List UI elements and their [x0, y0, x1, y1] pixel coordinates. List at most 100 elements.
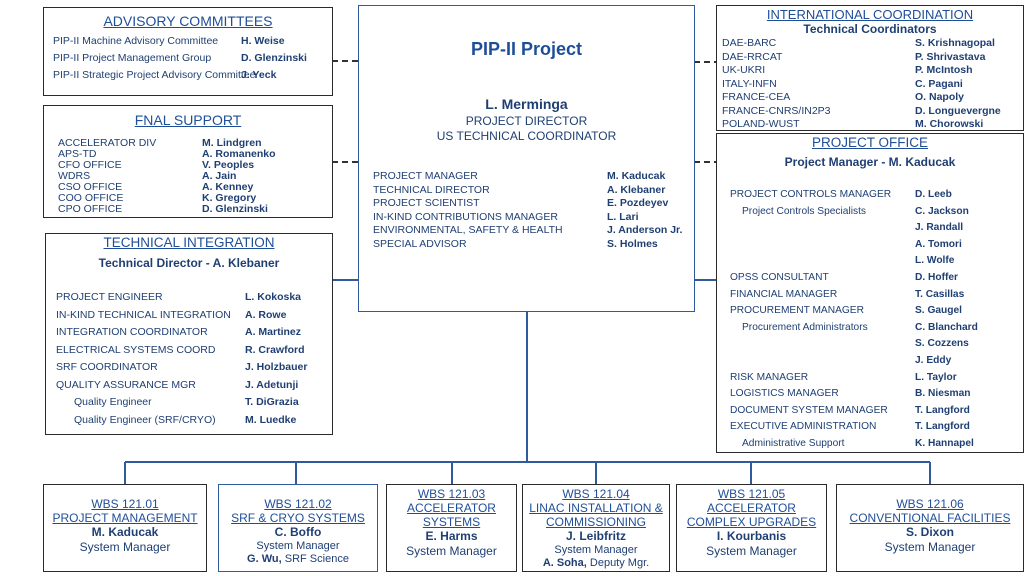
row-role: FRANCE-CEA [722, 91, 791, 103]
row-role: CFO OFFICE [58, 159, 122, 171]
row-role: Quality Engineer (SRF/CRYO) [74, 413, 216, 426]
row-role: Procurement Administrators [742, 321, 868, 333]
row-name: A. Rowe [245, 308, 287, 321]
wbs-title-line1: LINAC INSTALLATION & [529, 501, 663, 515]
row-role: TECHNICAL DIRECTOR [373, 183, 490, 196]
row-role: CSO OFFICE [58, 181, 123, 193]
row-name: J. Randall [915, 222, 964, 234]
wbs-extra: G. Wu, SRF Science [219, 553, 377, 565]
wbs-code: WBS 121.02 [264, 497, 332, 511]
row-name: P. Shrivastava [915, 50, 986, 63]
row-name: L. Wolfe [915, 255, 955, 267]
wbs-manager-name: J. Leibfritz [565, 529, 626, 543]
row-role: CPO OFFICE [58, 203, 123, 215]
row-role: PROJECT CONTROLS MANAGER [730, 189, 892, 200]
row-name: M. Kaducak [607, 170, 666, 182]
row-role: Project Controls Specialists [742, 205, 866, 217]
advisory-committees-box: ADVISORY COMMITTEES PIP-II Machine Advis… [43, 7, 333, 96]
row-name: L. Lari [607, 210, 639, 223]
technical-title: TECHNICAL INTEGRATION [103, 235, 275, 250]
wbs-code: WBS 121.03 [417, 487, 486, 501]
row-name: C. Jackson [915, 205, 969, 217]
row-name: M. Luedke [245, 413, 297, 426]
row-role: FINANCIAL MANAGER [730, 288, 838, 300]
project-title: PIP-II Project [470, 39, 583, 59]
wbs-manager-role: System Manager [706, 544, 797, 558]
row-role: COO OFFICE [58, 192, 124, 204]
wbs-extra: A. Soha, Deputy Mgr. [523, 557, 669, 569]
row-name: A. Klebaner [607, 183, 666, 196]
row-name: S. Gaugel [915, 305, 962, 317]
wbs-code: WBS 121.06 [896, 497, 964, 511]
wbs-title-line2: COMMISSIONING [545, 515, 646, 529]
row-name: A. Jain [202, 170, 237, 182]
row-name: L. Taylor [915, 371, 957, 383]
wbs-manager-role: System Manager [256, 540, 340, 552]
row-role: PIP-II Machine Advisory Committee [53, 35, 219, 47]
project-office-box: PROJECT OFFICE Project Manager - M. Kadu… [716, 133, 1024, 453]
row-role: ACCELERATOR DIV [58, 137, 157, 149]
row-name: T. DiGrazia [245, 396, 299, 408]
row-name: A. Tomori [915, 238, 962, 250]
intl-subtitle: Technical Coordinators [803, 22, 937, 36]
row-name: T. Langford [915, 404, 970, 416]
row-role: RISK MANAGER [730, 371, 809, 383]
wbs-manager-name: M. Kaducak [91, 525, 159, 539]
row-name: C. Pagani [915, 77, 963, 90]
row-role: DAE-RRCAT [722, 50, 783, 63]
wbs-manager-role: System Manager [884, 540, 976, 554]
wbs-manager-role: System Manager [554, 544, 638, 556]
wbs-manager-role: System Manager [79, 540, 171, 554]
row-name: J. Anderson Jr. [607, 224, 683, 236]
row-name: R. Crawford [245, 343, 305, 356]
row-role: PROJECT MANAGER [373, 170, 478, 182]
row-name: A. Romanenko [202, 148, 276, 160]
row-role: OPSS CONSULTANT [730, 272, 829, 283]
row-role: EXECUTIVE ADMINISTRATION [730, 421, 877, 433]
row-role: WDRS [58, 170, 91, 182]
row-role: Quality Engineer [74, 396, 152, 408]
row-name: A. Kenney [202, 181, 254, 193]
wbs-title-line1: PROJECT MANAGEMENT [52, 511, 198, 525]
row-name: S. Krishnagopal [915, 37, 995, 49]
row-name: A. Martinez [245, 326, 302, 338]
office-subtitle: Project Manager - M. Kaducak [784, 155, 956, 169]
wbs-title-line1: CONVENTIONAL FACILITIES [849, 511, 1011, 525]
row-role: IN-KIND TECHNICAL INTEGRATION [56, 308, 231, 321]
intl-title: INTERNATIONAL COORDINATION [766, 7, 974, 22]
row-role: UK-UKRI [722, 64, 766, 76]
row-role: APS-TD [58, 148, 97, 160]
row-name: T. Casillas [915, 288, 965, 300]
director-title-1: PROJECT DIRECTOR [465, 114, 588, 128]
row-name: S. Cozzens [915, 338, 969, 350]
row-role: DAE-BARC [722, 37, 777, 49]
wbs-title-line1: ACCELERATOR [707, 501, 796, 515]
international-coordination-box: INTERNATIONAL COORDINATION Technical Coo… [716, 5, 1024, 131]
row-name: C. Blanchard [915, 321, 978, 333]
row-role: QUALITY ASSURANCE MGR [56, 378, 196, 391]
wbs-title-line1: ACCELERATOR [407, 501, 496, 515]
row-name: E. Pozdeyev [607, 197, 669, 209]
row-name: J. Eddy [915, 355, 952, 366]
pip2-project-box: PIP-II Project L. Merminga PROJECT DIREC… [358, 5, 695, 312]
row-name: M. Chorowski [915, 118, 984, 130]
wbs-extra-role: Deputy Mgr. [586, 557, 650, 569]
row-name: H. Weise [241, 35, 285, 47]
wbs-title-line2: SYSTEMS [422, 515, 481, 529]
row-role: PROJECT ENGINEER [56, 291, 163, 303]
row-role: Administrative Support [742, 438, 845, 449]
row-name: J. Holzbauer [245, 361, 308, 373]
row-name: D. Leeb [915, 189, 952, 200]
wbs-extra-name: A. Soha, [542, 557, 587, 569]
office-title: PROJECT OFFICE [811, 135, 928, 150]
row-role: SPECIAL ADVISOR [373, 237, 467, 250]
wbs-title-line2: COMPLEX UPGRADES [686, 515, 817, 529]
row-name: P. McIntosh [915, 64, 973, 76]
row-role: LOGISTICS MANAGER [730, 388, 839, 400]
row-name: D. Glenzinski [241, 52, 307, 64]
row-name: J. Yeck [241, 69, 277, 81]
